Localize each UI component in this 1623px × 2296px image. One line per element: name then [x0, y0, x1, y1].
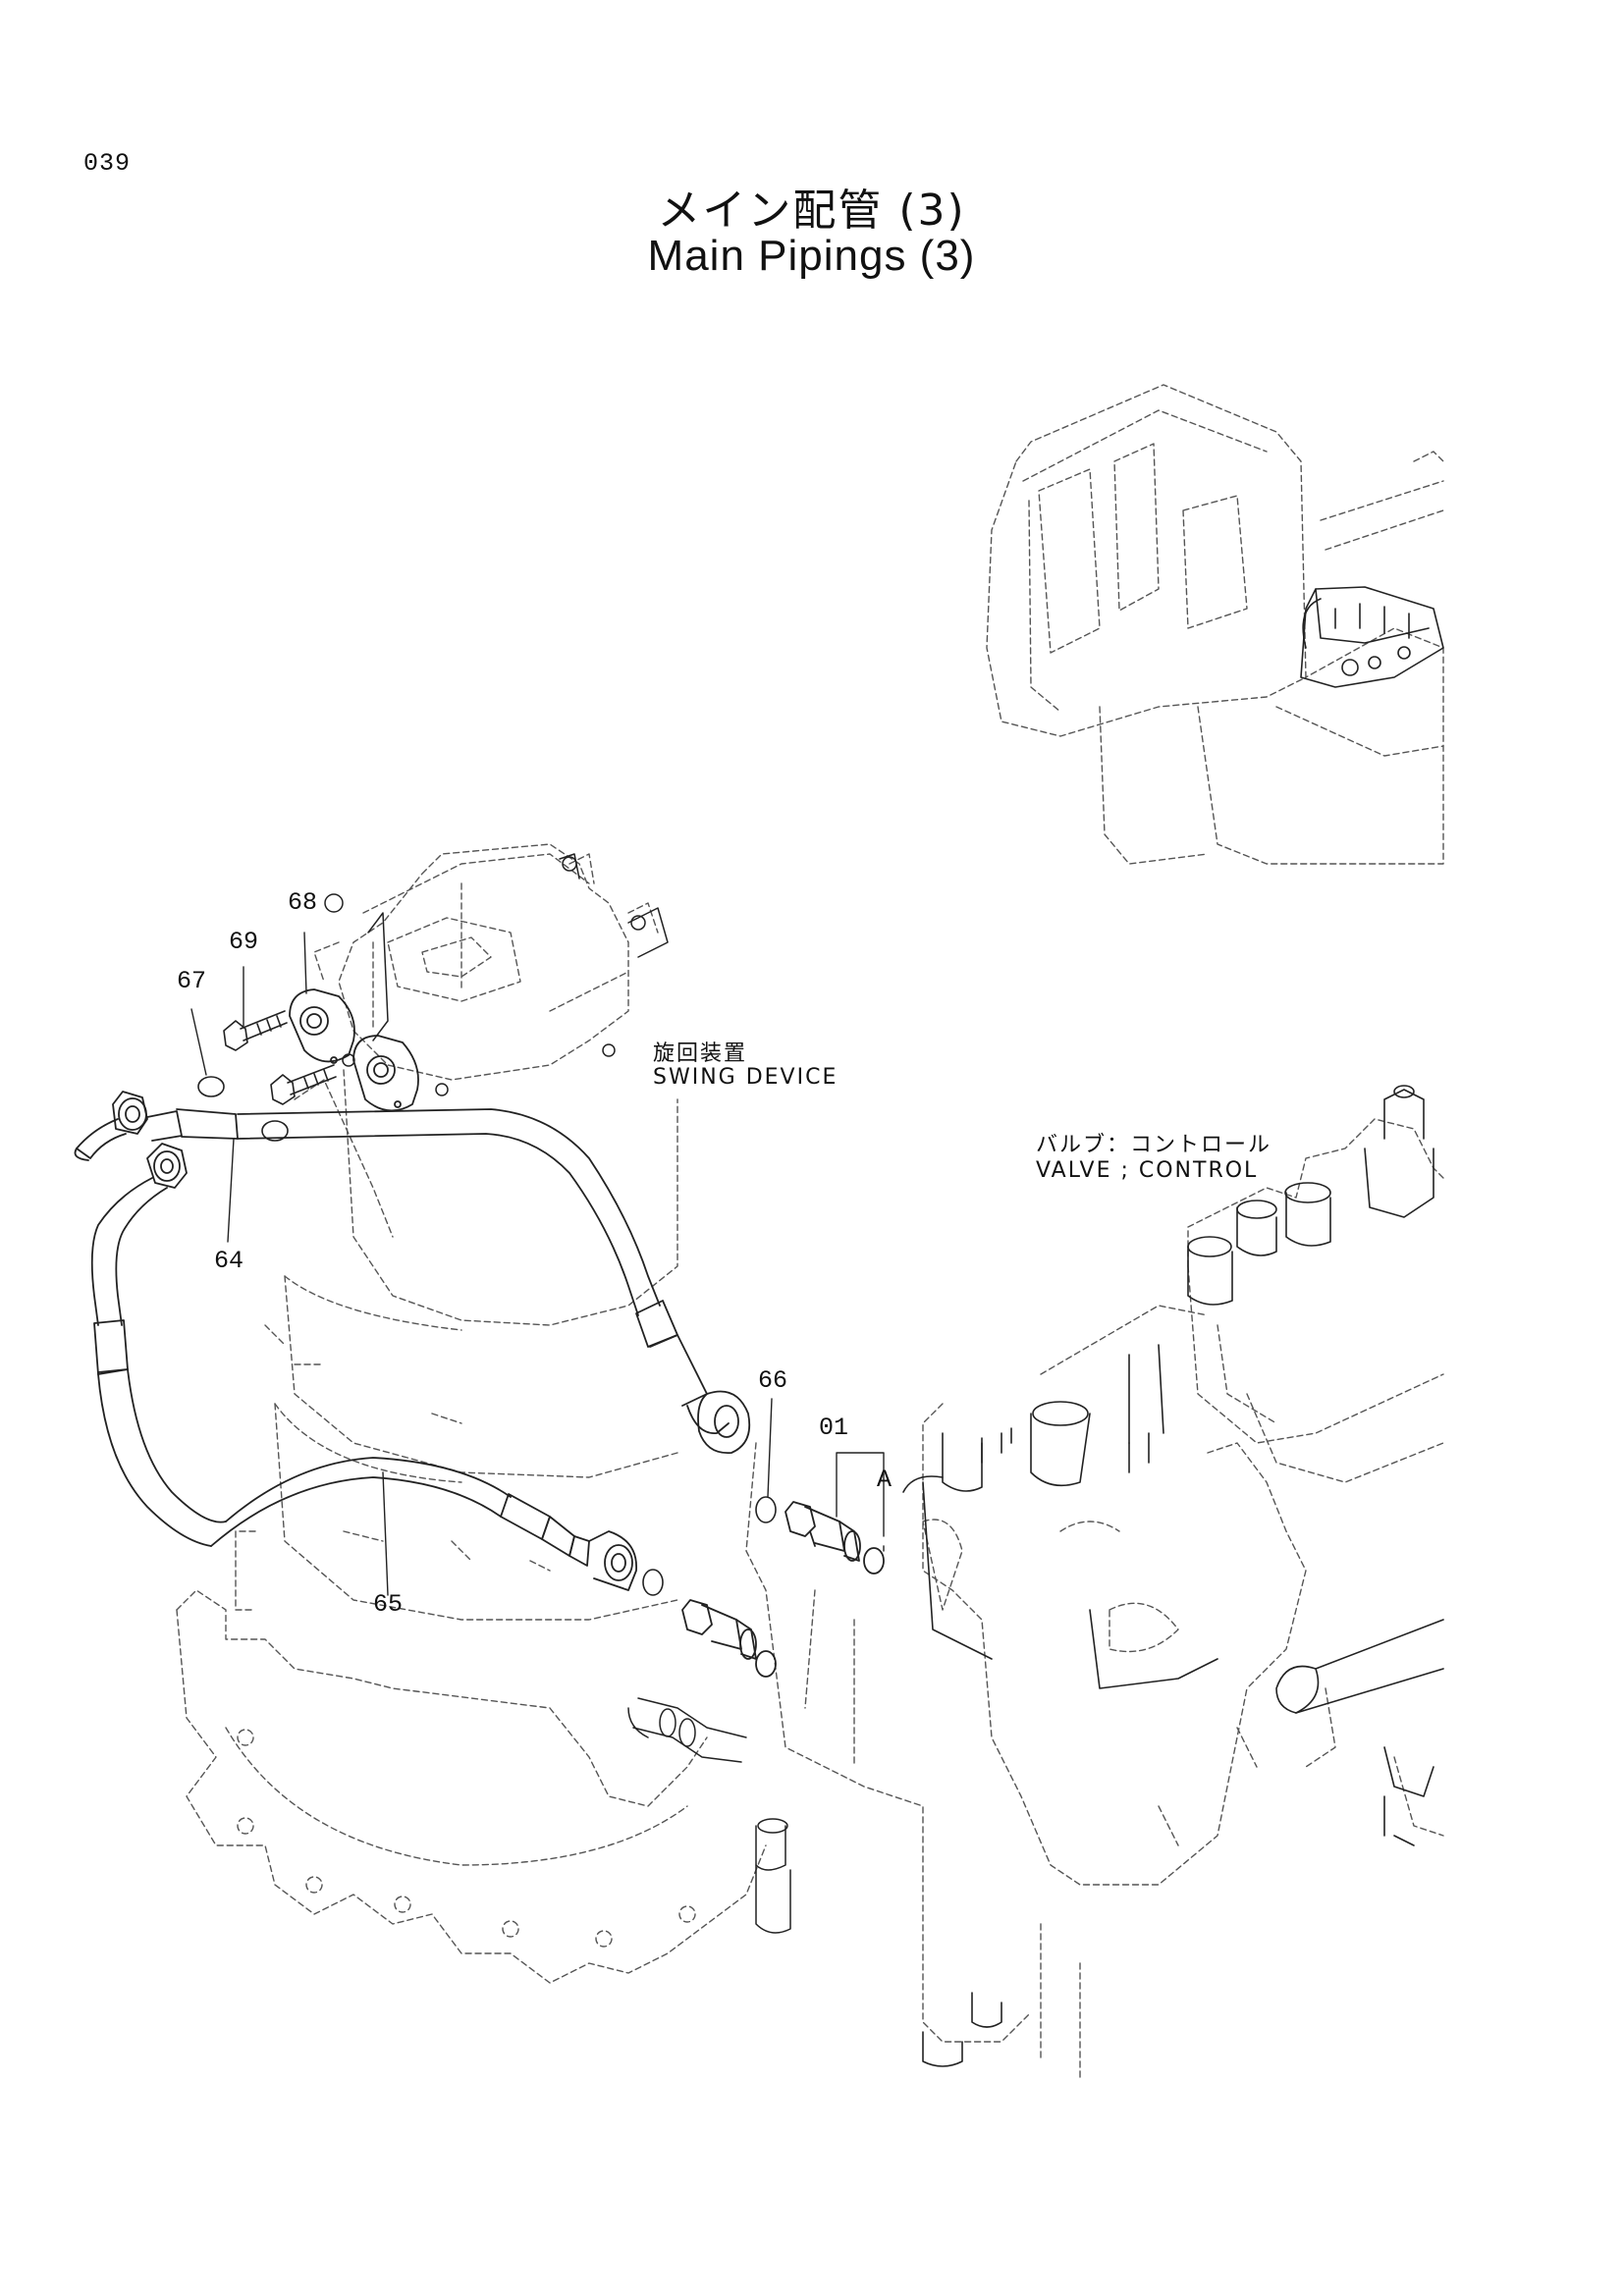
callout-A: A: [877, 1466, 893, 1494]
hose-64: [76, 1092, 750, 1453]
connecting-pipe: [628, 1698, 790, 1933]
callout-65: 65: [373, 1590, 404, 1619]
callout-01: 01: [819, 1414, 849, 1442]
swing-device: [177, 844, 766, 1983]
o-ring-67: [198, 1077, 288, 1141]
swing-device-label-en: SWING DEVICE: [653, 1065, 839, 1090]
title-english: Main Pipings (3): [647, 232, 976, 280]
bolt-69: [224, 1011, 336, 1104]
leader-68: [304, 933, 306, 993]
control-valve-label-jp: バルブ：コントロール: [1036, 1133, 1272, 1157]
control-valve-label-en: VALVE ; CONTROL: [1036, 1158, 1259, 1183]
swing-device-label-jp: 旋回装置: [653, 1041, 748, 1066]
adapter-01: [682, 1502, 884, 1677]
leader-64: [228, 1139, 234, 1242]
callout-67: 67: [177, 967, 207, 995]
swing-device-ports: [325, 854, 668, 1095]
leader-01: [837, 1453, 884, 1536]
control-valve-fittings: [903, 1086, 1443, 2066]
excavator-overview: [987, 385, 1443, 864]
page-number: 039: [83, 149, 132, 178]
leader-65: [383, 1472, 388, 1595]
leader-lines: [191, 933, 884, 1595]
control-valve: [746, 1119, 1443, 2081]
callout-64: 64: [214, 1247, 244, 1275]
leader-66: [768, 1399, 772, 1497]
title-japanese: メイン配管 (3): [657, 186, 966, 236]
flange-68: [290, 989, 418, 1110]
overview-valve-detail: [1301, 587, 1443, 687]
callout-69: 69: [229, 928, 259, 956]
callout-68: 68: [288, 888, 318, 917]
callout-66: 66: [758, 1366, 788, 1395]
leader-67: [191, 1009, 206, 1075]
hose-65: [92, 1144, 636, 1590]
o-ring-66: [643, 1497, 776, 1595]
